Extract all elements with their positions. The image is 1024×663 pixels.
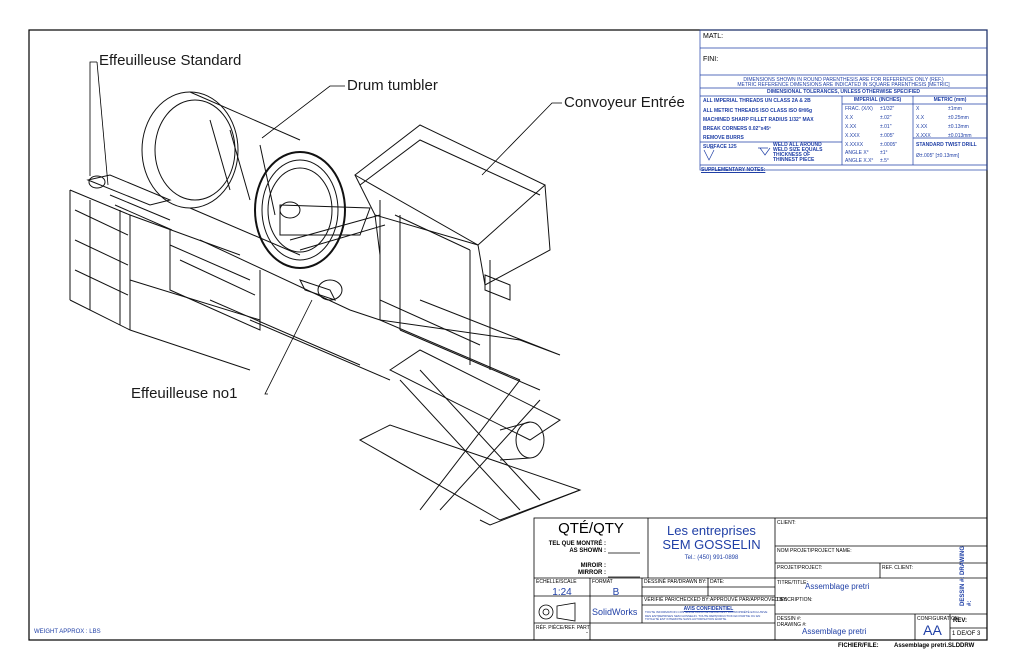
callout-drum-tumbler: Drum tumbler	[347, 77, 438, 94]
configuration-label: CONFIGURATION	[917, 616, 959, 622]
reference-note-2: METRIC REFERENCE DIMENSIONS ARE INDICATE…	[737, 82, 950, 88]
ref-part-label: RÉF. PIÈCE/REF. PART	[536, 625, 590, 631]
tolerance-header: DIMENSIONAL TOLERANCES, UNLESS OTHERWISE…	[766, 89, 921, 95]
weld-line-2: WELD SIZE EQUALS	[773, 147, 823, 153]
miroir-label: MIROIR :	[580, 563, 606, 569]
imperial-row-2-value: ±.02"	[880, 115, 892, 121]
imperial-row-7-value: ±.5°	[880, 158, 889, 164]
imperial-row-3-label: X.XX	[845, 124, 857, 130]
metric-row-1-label: X	[916, 106, 920, 112]
callout-effeuilleuse-standard: Effeuilleuse Standard	[99, 52, 242, 69]
metric-header: METRIC (mm)	[933, 97, 967, 103]
scale-label: ÉCHELLE/SCALE	[536, 579, 577, 585]
tol-left-line-5: REMOVE BURRS	[703, 135, 744, 141]
checked-by-label: VÉRIFIÉ PAR/CHECKED BY:	[644, 597, 710, 603]
ref-part-value: -	[586, 630, 588, 636]
tol-left-line-4: BREAK CORNERS 0.02"x45º	[703, 126, 771, 132]
title-block-grid	[533, 517, 988, 641]
metric-row-3-value: ±0.13mm	[948, 124, 969, 130]
description-label: DESCRIPTION:	[777, 597, 813, 603]
drawing-number-label: DESSIN #: DRAWING #:	[777, 616, 807, 628]
fini-label: FINI:	[703, 56, 719, 63]
drawing-value: Assemblage pretri	[802, 627, 867, 636]
imperial-row-2-label: X.X	[845, 115, 854, 121]
title-label: TITRE/TITLE:	[777, 580, 808, 586]
metric-row-3-label: X.XX	[916, 124, 928, 130]
confidential-text: TOUTE INFORMATION CONTENUE DANS CE DESSI…	[645, 610, 768, 621]
weld-line-1: WELD ALL AROUND	[773, 142, 822, 148]
tol-left-line-2: ALL METRIC THREADS ISO CLASS ISO 6H/6g	[703, 108, 813, 114]
configuration-value: AA	[923, 622, 942, 638]
imperial-row-1-label: FRAC. (X/X)	[845, 106, 873, 112]
callout-convoyeur-entree: Convoyeur Entrée	[564, 94, 685, 111]
software-label: SolidWorks	[592, 607, 638, 617]
imperial-row-4-label: X.XXX	[845, 133, 860, 139]
imperial-row-5-label: X.XXXX	[845, 142, 864, 148]
tel-que-montre-label: TEL QUE MONTRÉ :	[548, 541, 606, 547]
sheet-number: 1 DE/OF 3	[952, 631, 981, 637]
weld-line-3: THICKNESS OF	[773, 152, 811, 158]
qty-title: QTÉ/QTY	[558, 520, 624, 537]
imperial-header: IMPERIAL (INCHES)	[853, 97, 902, 103]
metric-row-4-label: X.XXX	[916, 133, 931, 139]
imperial-row-1-value: ±1/32"	[880, 106, 895, 112]
project-label: PROJET/PROJECT:	[777, 565, 823, 571]
metric-row-2-label: X.X	[916, 115, 925, 121]
reference-note-1: DIMENSIONS SHOWN IN ROUND PARENTHESIS AR…	[743, 77, 944, 83]
imperial-row-6-value: ±1°	[880, 150, 888, 156]
side-drawing-label: DESSIN #: DRAWING #:	[960, 545, 973, 606]
callout-leaders	[89, 61, 562, 395]
metric-row-1-value: ±1mm	[948, 106, 962, 112]
weld-line-4: THINNEST PIECE	[773, 157, 815, 163]
matl-label: MATL:	[703, 33, 724, 40]
assembly-sketch	[69, 91, 582, 526]
file-value: Assemblage pretri.SLDDRW	[894, 643, 975, 649]
ref-client-label: REF. CLIENT:	[882, 565, 913, 571]
imperial-row-7-label: ANGLE X.X°	[845, 158, 874, 164]
date-label: DATE:	[710, 579, 725, 585]
tolerance-grid	[699, 29, 988, 171]
sheet-border	[28, 29, 988, 641]
company-line-1: Les entreprises	[667, 523, 756, 538]
confidential-title: AVIS CONFIDENTIEL	[683, 606, 734, 612]
client-label: CLIENT:	[777, 520, 796, 526]
format-value: B	[612, 587, 620, 598]
metric-row-2-value: ±0.25mm	[948, 115, 969, 121]
project-name-label: NOM PROJET/PROJECT NAME:	[777, 548, 852, 554]
imperial-row-3-value: ±.01"	[880, 124, 892, 130]
company-line-2: SEM GOSSELIN	[662, 537, 761, 552]
weight-label: WEIGHT APPROX : LBS	[34, 629, 101, 635]
twist-drill-label: STANDARD TWIST DRILL	[916, 142, 977, 148]
twist-drill-value: Ø±.005" [±0.13mm]	[916, 153, 960, 159]
imperial-row-5-value: ±.0005"	[880, 142, 898, 148]
approved-by-label: APPROUVÉ PAR/APPROVED BY:	[710, 597, 788, 603]
surface-label: SURFACE 125	[703, 144, 737, 150]
drawn-by-label: DESSINÉ PAR/DRAWN BY:	[644, 579, 707, 585]
imperial-row-4-value: ±.005"	[880, 133, 895, 139]
scale-value: 1:24	[552, 587, 572, 598]
imperial-row-6-label: ANGLE X°	[845, 150, 869, 156]
file-label: FICHIER/FILE:	[838, 643, 879, 649]
company-tel: Tel.: (450) 991-0898	[684, 555, 739, 561]
mirror-label: MIRROR :	[578, 570, 606, 576]
format-label: FORMAT	[592, 579, 613, 585]
title-value: Assemblage pretri	[805, 582, 870, 591]
metric-row-4-value: ±0.013mm	[948, 133, 972, 139]
callout-effeuilleuse-no1: Effeuilleuse no1	[131, 385, 238, 402]
tol-left-line-3: MACHINED SHARP FILLET RADIUS 1/32" MAX	[703, 117, 814, 123]
revision-label: REV:	[953, 618, 968, 624]
supplementary-notes: SUPPLEMENTARY NOTES:	[701, 167, 766, 173]
as-shown-label: AS SHOWN :	[569, 548, 606, 554]
tol-left-line-1: ALL IMPERIAL THREADS UN CLASS 2A & 2B	[703, 98, 811, 104]
